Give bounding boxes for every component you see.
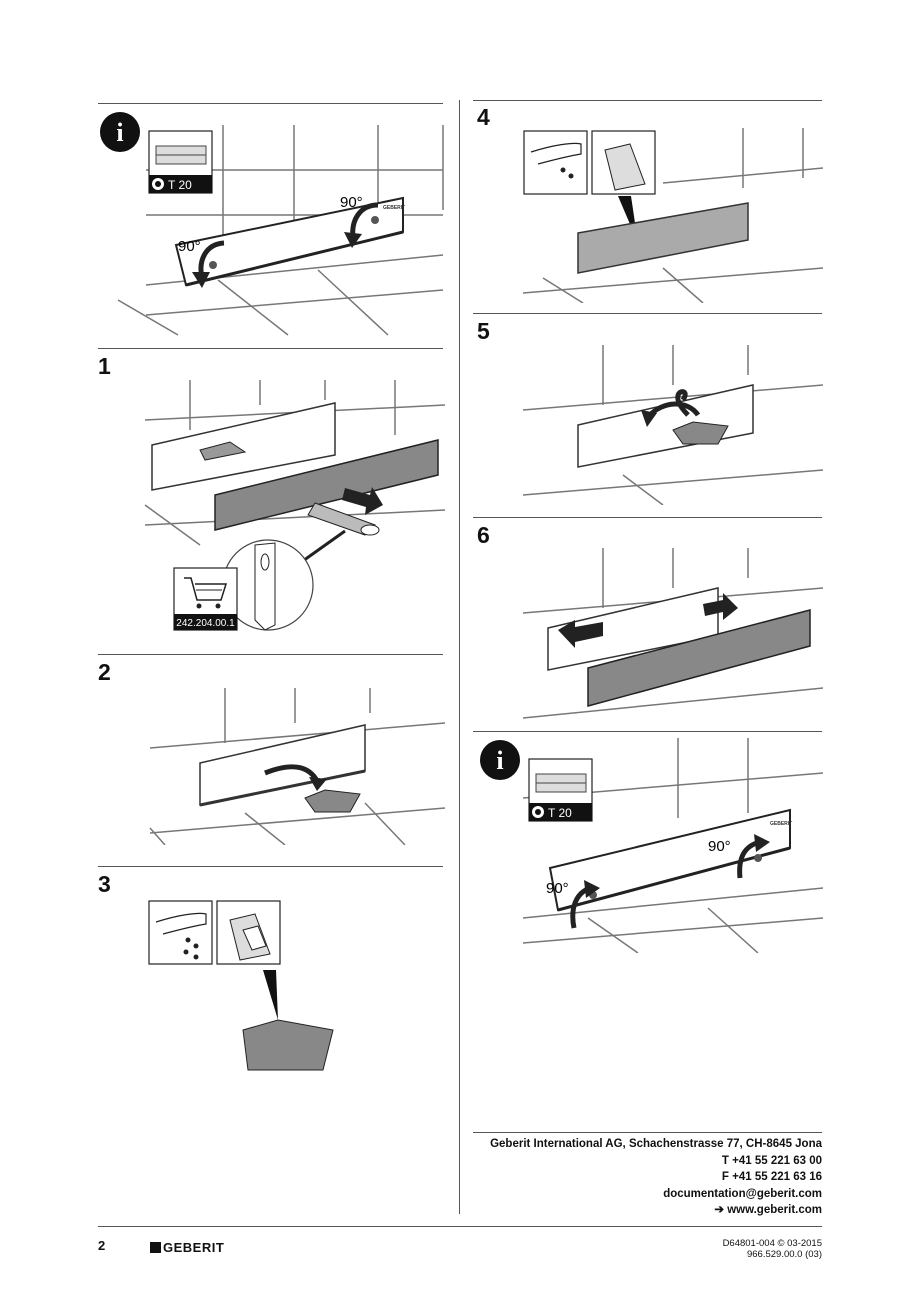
rule-left-3 [98, 866, 443, 867]
water-drops-icon [148, 900, 213, 965]
step-number-3: 3 [98, 871, 111, 897]
rule-right-6 [473, 517, 822, 518]
arrow-icon [264, 764, 327, 791]
geberit-logo: GEBERIT [150, 1240, 224, 1255]
arrow-icon [570, 834, 770, 929]
arrow-icon [342, 487, 383, 515]
angle-label-right: 90° [340, 194, 363, 211]
email-link[interactable]: documentation@geberit.com [663, 1187, 822, 1200]
document-id: 966.529.00.0 (03) [746, 1249, 822, 1260]
water-drops-icon [523, 130, 588, 195]
company-address-block: Geberit International AG, Schachenstrass… [490, 1136, 822, 1219]
illustration-step-6 [523, 548, 823, 728]
shopping-cart-icon: 242.204.00.1 [173, 567, 238, 631]
phone-number: T +41 55 221 63 00 [721, 1154, 822, 1167]
page-number: 2 [98, 1238, 106, 1253]
arrow-icon [558, 593, 738, 648]
tool-label: T 20 [168, 178, 192, 192]
step-number-6: 6 [477, 522, 490, 548]
angle-label-right: 90° [708, 838, 731, 855]
screwdriver-icon: T 20 [528, 758, 593, 822]
rule-right-5 [473, 313, 822, 314]
rule-bottom [98, 1226, 822, 1227]
panel-brand-small: GEBERIT [383, 205, 405, 211]
rule-left-top [98, 103, 443, 104]
arrow-icon [192, 202, 379, 288]
illustration-step-5 [523, 345, 823, 505]
document-code: D64801-004 © 03-2015 [722, 1238, 822, 1249]
arrow-icon [641, 389, 701, 427]
rule-right-top [473, 100, 822, 101]
angle-label-left: 90° [546, 880, 569, 897]
cleaning-cloth-icon [591, 130, 656, 195]
website-link[interactable]: ➔ www.geberit.com [714, 1204, 822, 1217]
info-icon: i [100, 112, 140, 152]
torx-icon [532, 806, 544, 818]
info-glyph: i [496, 746, 503, 775]
illustration-step-4 [523, 128, 823, 303]
tool-label: T 20 [548, 806, 572, 820]
step-number-4: 4 [477, 104, 490, 130]
logo-text: GEBERIT [163, 1240, 225, 1255]
illustration-info-remove-cover: i GEBERIT T 20 90° 90° [98, 110, 446, 340]
info-glyph: i [116, 118, 123, 147]
column-divider [459, 100, 460, 1214]
rule-left-2 [98, 654, 443, 655]
cleaning-cloth-icon [216, 900, 281, 965]
step-number-5: 5 [477, 318, 490, 344]
step-number-1: 1 [98, 353, 111, 379]
angle-label-left: 90° [178, 238, 201, 255]
rule-right-footer [473, 1132, 822, 1133]
rule-left-1 [98, 348, 443, 349]
document-reference: D64801-004 © 03-2015 966.529.00.0 (03) [723, 1238, 822, 1260]
illustration-step-1: 242.204.00.1 [140, 375, 445, 645]
illustration-info-reattach-cover: i GEBERIT T 20 90° 90° [478, 738, 823, 953]
step-number-2: 2 [98, 659, 111, 685]
screwdriver-icon: T 20 [148, 130, 213, 194]
illustration-step-3 [148, 900, 353, 1075]
rule-right-info [473, 731, 822, 732]
fax-number: F +41 55 221 63 16 [721, 1171, 822, 1184]
info-icon: i [480, 740, 520, 780]
logo-square-icon [150, 1242, 161, 1253]
part-number: 242.204.00.1 [176, 618, 235, 629]
company-name-address: Geberit International AG, Schachenstrass… [490, 1138, 822, 1150]
illustration-step-2 [145, 683, 445, 845]
panel-brand-small: GEBERIT [770, 821, 792, 827]
torx-icon [152, 178, 164, 190]
